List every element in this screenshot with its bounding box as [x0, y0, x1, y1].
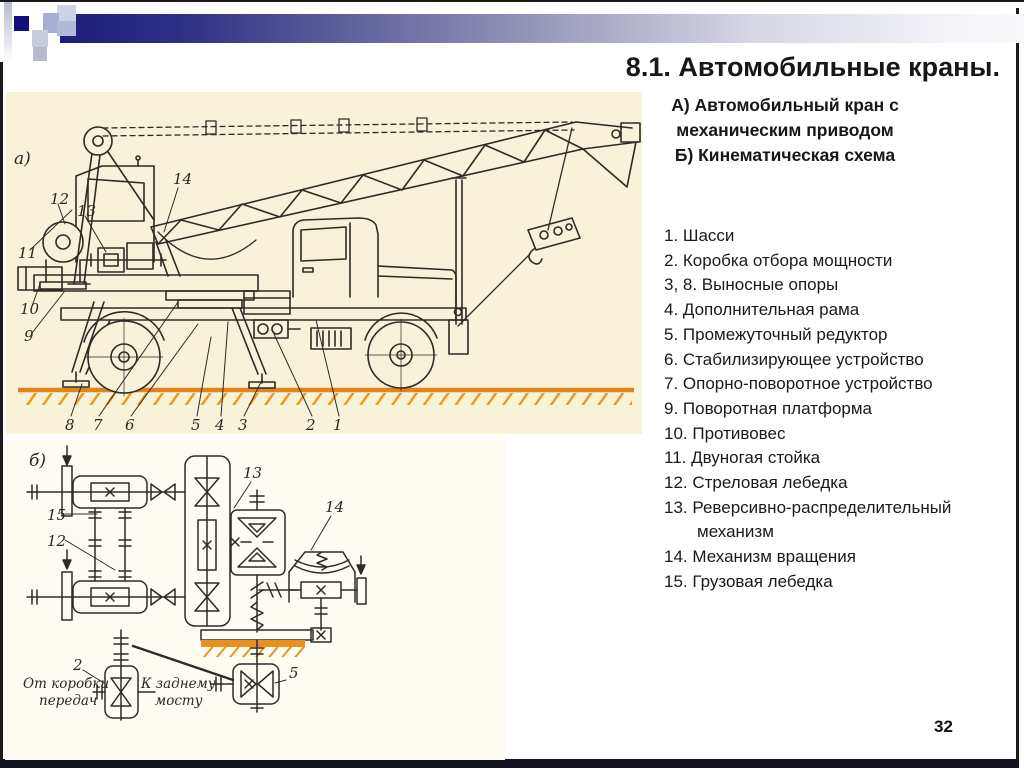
legend-item: 6. Стабилизирующее устройство	[664, 349, 924, 369]
frame-right-line	[1016, 8, 1019, 760]
slide-subtitle: А) Автомобильный кран с механическим при…	[635, 93, 935, 168]
callout-numbers: а) 12 13 14 11 10 9 8 7 6 5 4 3 2 1	[14, 149, 343, 434]
callout-8: 8	[65, 416, 75, 434]
callout-13: 13	[77, 202, 96, 220]
decor-square	[33, 47, 47, 61]
wheels	[83, 310, 438, 397]
two-leg-stand	[67, 126, 155, 285]
legend-item: 4. Дополнительная рама	[664, 300, 860, 320]
decor-square	[57, 5, 76, 21]
legend-item: 10. Противовес	[664, 423, 786, 443]
slide-title: 8.1. Автомобильные краны.	[625, 52, 1000, 82]
vertical-drive-shaft	[250, 574, 298, 633]
legend-item: 13. Реверсивно-распределительный механиз…	[664, 497, 952, 542]
lattice-boom	[150, 121, 641, 277]
scheme-leaders	[64, 481, 332, 684]
callout-11: 11	[18, 244, 37, 262]
figure-a-label: а)	[14, 149, 31, 169]
subtitle-line-a: А) Автомобильный кран с	[671, 95, 899, 115]
callout-9: 9	[24, 327, 34, 345]
legend-item: 15. Грузовая лебедка	[664, 571, 833, 591]
operator-cab	[75, 155, 155, 263]
frame-left-line	[0, 62, 3, 760]
corner-accent-bar	[4, 2, 12, 62]
callout-6: 6	[125, 416, 135, 434]
callout-leaders	[29, 187, 340, 417]
callout-13: 13	[243, 464, 262, 482]
callout-3: 3	[238, 416, 248, 434]
legend-item: 9. Поворотная платформа	[664, 398, 872, 418]
cables	[102, 117, 575, 327]
winch-drums	[26, 465, 186, 621]
distribution-gearbox	[184, 455, 265, 627]
from-gearbox-label-line2: передач	[39, 693, 97, 709]
figure-b-label: б)	[29, 451, 46, 471]
legend-item: 7. Опорно-поворотное устройство	[664, 374, 933, 394]
outriggers	[62, 301, 276, 389]
decor-square-navy	[14, 16, 29, 31]
decor-square	[43, 13, 59, 33]
subtitle-line-b: Б) Кинематическая схема	[674, 145, 896, 165]
legend-item: 11. Двуногая стойка	[664, 448, 821, 468]
callout-2: 2	[72, 656, 83, 674]
decor-square	[32, 30, 48, 47]
header-gradient-bar	[60, 14, 1024, 43]
platform-bar	[200, 627, 332, 665]
callout-2: 2	[305, 416, 316, 434]
figure-a-crane-drawing: а) 12 13 14 11 10 9 8 7 6 5 4 3 2 1	[6, 92, 642, 434]
legend-item: 2. Коробка отбора мощности	[664, 250, 893, 270]
callout-7: 7	[93, 416, 103, 434]
callout-5: 5	[191, 416, 201, 434]
legend-item: 12. Стреловая лебедка	[664, 473, 848, 493]
legend-item: 5. Промежуточный редуктор	[664, 324, 888, 344]
to-rear-axle-label-line2: мосту	[155, 693, 203, 709]
boom-winch	[39, 221, 167, 290]
kinematic-scheme-svg: б) 15 12 13 14 2 5 От коробки передач К …	[23, 445, 367, 721]
callout-14: 14	[173, 170, 192, 188]
callout-5: 5	[289, 664, 299, 682]
callout-1: 1	[333, 416, 343, 434]
truck-cab	[292, 217, 379, 298]
power-take-off	[92, 629, 156, 721]
boom-support-post	[451, 177, 467, 325]
page-number: 32	[934, 717, 953, 736]
callout-15: 15	[47, 506, 66, 524]
frame-top-line	[0, 0, 1024, 2]
reversing-bevel-box	[230, 509, 286, 576]
callout-4: 4	[214, 416, 225, 434]
callout-10: 10	[20, 300, 40, 318]
brake-arrows	[62, 445, 366, 575]
from-gearbox-label-line1: От коробки	[23, 676, 109, 692]
subtitle-line-a2: механическим приводом	[676, 120, 894, 140]
figure-b-kinematic-scheme: б) 15 12 13 14 2 5 От коробки передач К …	[5, 440, 505, 760]
to-rear-axle-label-line1: К заднему	[140, 676, 216, 692]
callout-12: 12	[50, 190, 69, 208]
legend-item: 14. Механизм вращения	[664, 547, 856, 567]
callout-12: 12	[47, 532, 66, 550]
slewing-mechanism	[288, 551, 367, 631]
legend-item: 1. Шасси	[664, 226, 735, 245]
legend-item: 3, 8. Выносные опоры	[664, 275, 839, 295]
intermediate-reducer	[210, 663, 280, 713]
parts-legend: 1. Шасси 2. Коробка отбора мощности 3, 8…	[664, 224, 994, 595]
crane-side-view-svg: а) 12 13 14 11 10 9 8 7 6 5 4 3 2 1	[14, 117, 641, 434]
frame-bottom-bar	[0, 759, 1019, 768]
decor-square	[57, 21, 76, 36]
scheme-labels: б) 15 12 13 14 2 5 От коробки передач К …	[23, 451, 344, 709]
hook-block	[527, 217, 581, 265]
ground	[18, 387, 634, 405]
slewing-platform	[17, 266, 259, 309]
propeller-shaft	[131, 644, 235, 682]
callout-14: 14	[325, 498, 344, 516]
toolbox-and-pto	[243, 290, 301, 339]
